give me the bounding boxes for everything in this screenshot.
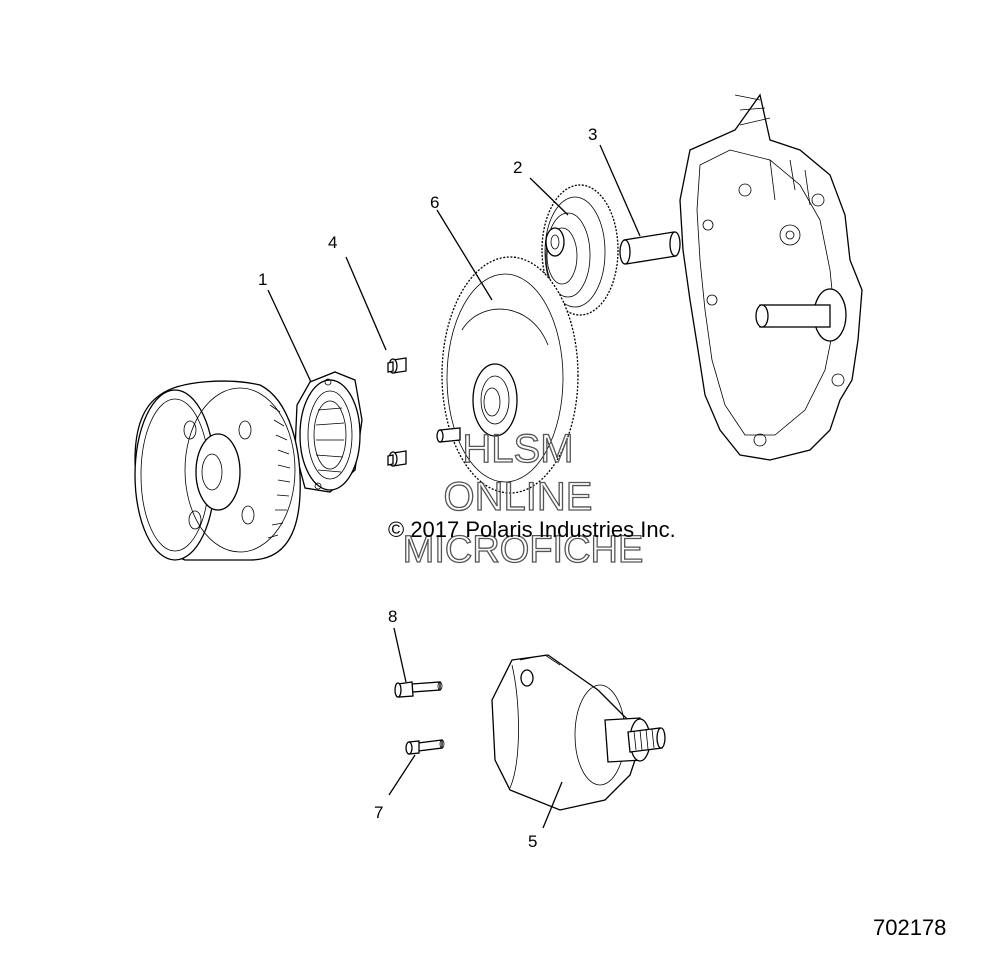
part-8-bolt — [394, 681, 443, 698]
watermark-line-2: ONLINE — [444, 475, 593, 519]
callout-8: 8 — [388, 607, 397, 626]
figure-number: 702178 — [873, 915, 946, 940]
leader-lines — [267, 144, 641, 829]
part-4-screws — [387, 357, 461, 467]
copyright-notice: © 2017 Polaris Industries Inc. — [388, 517, 676, 542]
callout-3: 3 — [588, 125, 597, 144]
callout-1: 1 — [258, 270, 267, 289]
crankcase-housing — [679, 93, 863, 461]
callout-4: 4 — [328, 233, 337, 252]
callout-labels: 1 2 3 4 5 6 7 8 — [258, 125, 597, 851]
part-5-starter-motor — [491, 654, 666, 811]
callout-6: 6 — [430, 193, 439, 212]
watermark-line-1: HLSM — [462, 427, 573, 471]
callout-2: 2 — [513, 158, 522, 177]
watermark: HLSM ONLINE MICROFICHE — [402, 426, 644, 571]
part-7-bolt — [405, 739, 445, 755]
callout-7: 7 — [374, 803, 383, 822]
callout-5: 5 — [528, 832, 537, 851]
flywheel-rotor — [134, 380, 301, 561]
part-2-idler-gear — [541, 184, 619, 316]
part-6-starter-gear — [441, 256, 579, 494]
watermark-line-3: MICROFICHE — [403, 529, 644, 571]
part-1-starter-clutch — [294, 371, 363, 493]
part-3-shaft — [619, 231, 681, 265]
